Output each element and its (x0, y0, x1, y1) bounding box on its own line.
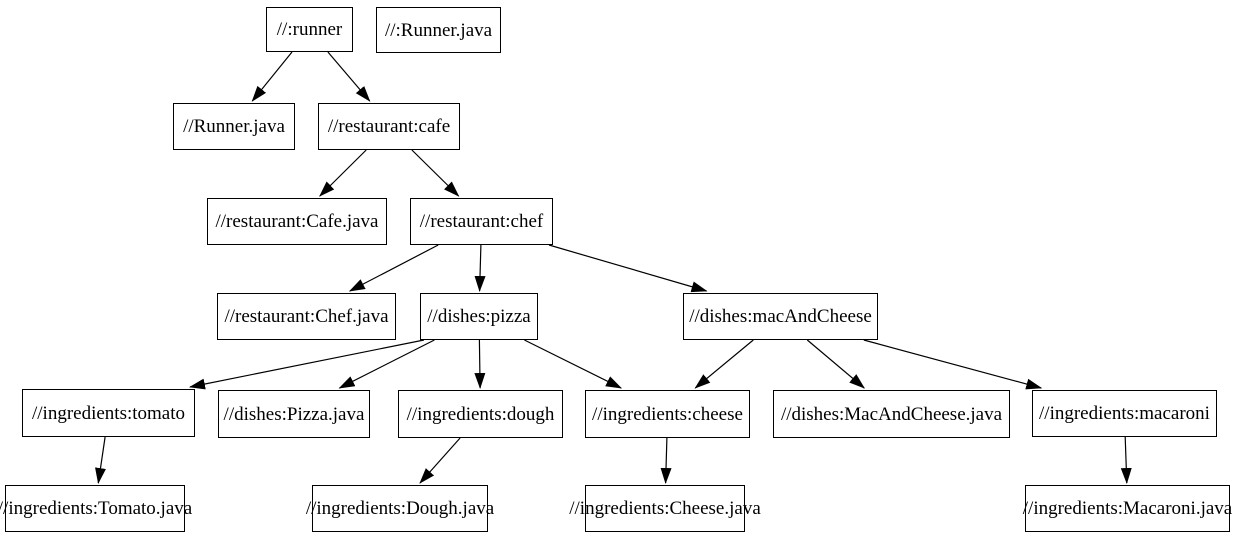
edge-runner-to-runner-java (251, 51, 293, 102)
graph-node-cafe: //restaurant:cafe (318, 103, 460, 150)
graph-node-pizza-java: //dishes:Pizza.java (218, 390, 370, 438)
graph-node-dough: //ingredients:dough (398, 390, 563, 438)
graph-node-macaroni-java: //ingredients:Macaroni.java (1023, 485, 1232, 532)
graph-node-dough-java: //ingredients:Dough.java (306, 485, 494, 532)
edge-chef-to-chef-java (348, 244, 439, 292)
graph-node-runner-java-file: //:Runner.java (376, 7, 501, 53)
graph-node-runner: //:runner (266, 7, 353, 52)
graph-node-chef-java: //restaurant:Chef.java (217, 293, 396, 340)
edge-chef-to-macandcheese (548, 244, 708, 293)
graph-node-tomato-java: //ingredients:Tomato.java (0, 485, 192, 532)
edge-macandcheese-to-cheese (694, 339, 754, 389)
edge-cheese-to-cheese-java (660, 437, 672, 484)
graph-node-chef: //restaurant:chef (410, 198, 553, 245)
edge-macandcheese-to-macandcheese-java (806, 339, 865, 389)
edge-pizza-to-tomato (189, 339, 425, 390)
graph-node-cheese: //ingredients:cheese (585, 390, 750, 438)
edge-pizza-to-dough (474, 339, 486, 389)
edge-runner-to-cafe (327, 51, 371, 102)
edge-pizza-to-cheese (524, 339, 622, 389)
graph-node-cafe-java: //restaurant:Cafe.java (207, 198, 387, 245)
edge-macandcheese-to-macaroni (863, 339, 1043, 390)
edge-macaroni-to-macaroni-java (1120, 436, 1132, 484)
graph-node-macaroni: //ingredients:macaroni (1032, 390, 1217, 437)
graph-node-tomato: //ingredients:tomato (22, 389, 195, 437)
edge-pizza-to-pizza-java (338, 339, 435, 389)
edge-cafe-to-chef (411, 149, 460, 197)
edge-cafe-to-cafe-java (319, 149, 367, 197)
graph-node-runner-java: //Runner.java (173, 103, 295, 150)
graph-node-macandcheese: //dishes:macAndCheese (683, 293, 878, 340)
edge-tomato-to-tomato-java (95, 436, 106, 484)
graph-node-macandcheese-java: //dishes:MacAndCheese.java (773, 390, 1010, 438)
graph-node-cheese-java: //ingredients:Cheese.java (569, 485, 761, 532)
edge-dough-to-dough-java (419, 437, 461, 484)
graph-node-pizza: //dishes:pizza (420, 293, 538, 340)
edge-chef-to-pizza (474, 244, 486, 292)
